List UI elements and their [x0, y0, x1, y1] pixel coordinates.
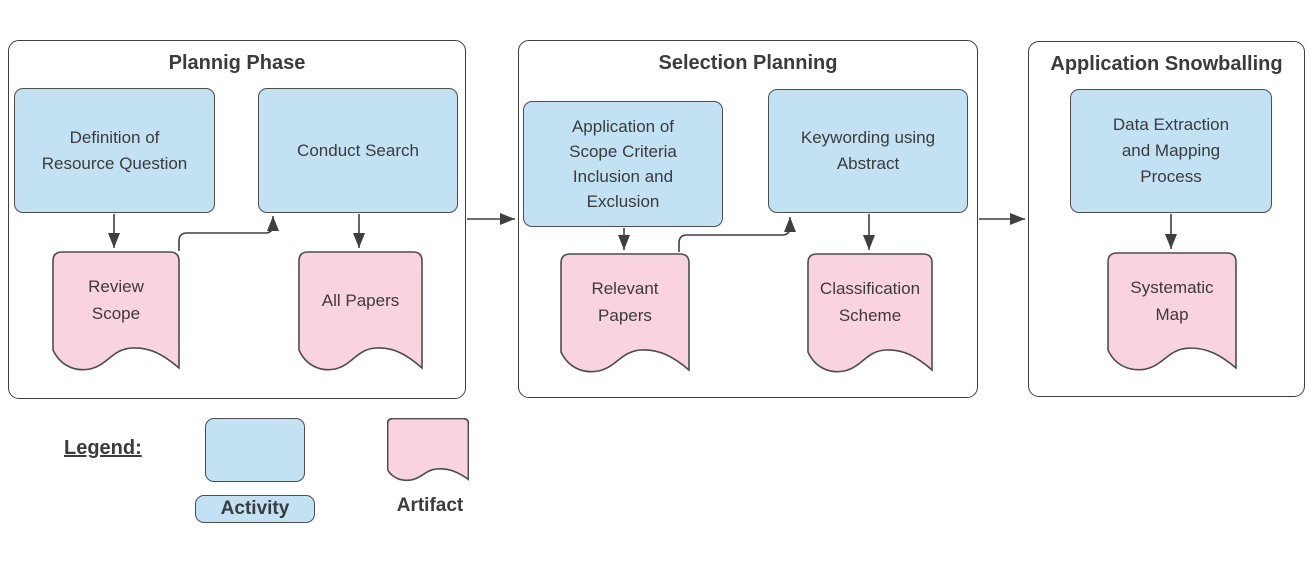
activity-label: Data Extraction and Mapping Process	[1112, 115, 1230, 186]
activity-application-of-scope-criteria: Application of Scope Criteria Inclusion …	[523, 101, 723, 227]
document-shape	[298, 251, 423, 373]
activity-label: Conduct Search	[297, 140, 419, 160]
activity-conduct-search: Conduct Search	[258, 88, 458, 213]
phase-title-planning: Plannig Phase	[168, 52, 306, 74]
phase-box-planning: Plannig Phase	[8, 40, 466, 399]
artifact-review-scope: Review Scope	[52, 251, 180, 373]
artifact-classification-scheme: Classification Scheme	[807, 253, 933, 375]
activity-data-extraction-and-mapping: Data Extraction and Mapping Process	[1070, 89, 1272, 213]
phase-box-selection-planning: Selection Planning	[518, 40, 978, 398]
phase-title-application-snowballing: Application Snowballing	[1050, 53, 1283, 75]
artifact-systematic-map: Systematic Map	[1107, 252, 1237, 373]
document-shape	[807, 253, 933, 375]
document-shape	[52, 251, 180, 373]
artifact-label: Systematic Map	[1130, 277, 1214, 324]
legend-activity-swatch	[205, 418, 305, 482]
activity-label: Keywording using Abstract	[800, 128, 936, 173]
phase-box-application-snowballing: Application Snowballing	[1028, 41, 1305, 397]
artifact-all-papers: All Papers	[298, 251, 423, 373]
artifact-label: All Papers	[321, 290, 400, 310]
artifact-label: Relevant Papers	[591, 279, 659, 325]
phase-title-selection-planning: Selection Planning	[658, 52, 838, 74]
artifact-label: Classification Scheme	[819, 279, 921, 325]
legend-artifact-label: Artifact	[396, 495, 464, 516]
artifact-relevant-papers: Relevant Papers	[560, 253, 690, 375]
document-shape	[387, 418, 469, 482]
document-shape	[1107, 252, 1237, 373]
activity-definition-of-resource-question: Definition of Resource Question	[14, 88, 215, 213]
activity-label: Definition of Resource Question	[41, 127, 188, 173]
legend-activity-label: Activity	[195, 495, 315, 523]
legend-title: Legend:	[64, 437, 142, 459]
activity-keywording-using-abstract: Keywording using Abstract	[768, 89, 968, 213]
document-shape	[560, 253, 690, 375]
artifact-label: Review Scope	[88, 277, 144, 323]
activity-label: Application of Scope Criteria Inclusion …	[569, 117, 677, 211]
legend-artifact-swatch	[387, 418, 469, 482]
